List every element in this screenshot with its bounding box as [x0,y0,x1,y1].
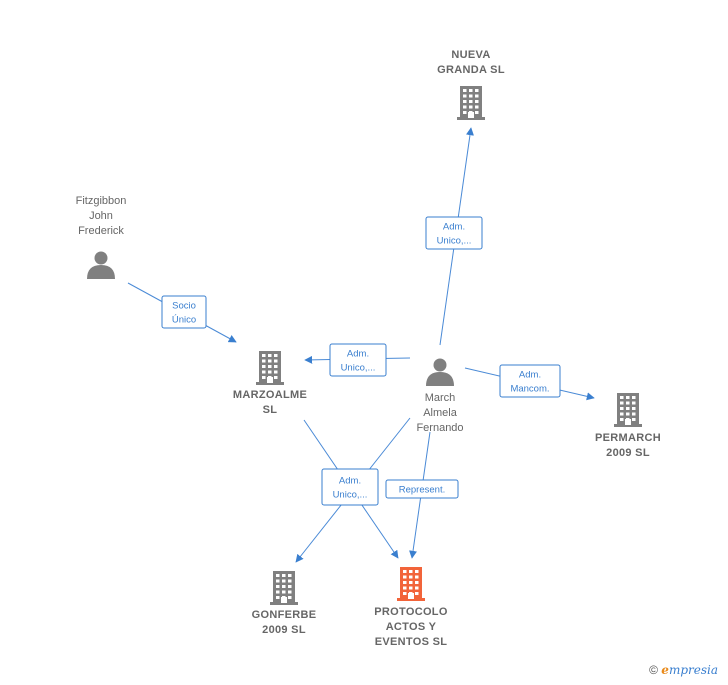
building-icon [457,86,485,120]
building-icon [397,567,425,601]
edge-label-box [321,468,379,506]
node-label-line: SL [263,404,278,416]
node-label-line: NUEVA [451,49,490,61]
node-label-line: Almela [423,407,458,419]
node-label-line: 2009 SL [606,447,650,459]
edge-labels-layer: Adm.Unico,...SocioÚnicoAdm.Unico,...Adm.… [161,216,561,506]
edge-label-text: Unico,... [437,236,472,247]
node-label-line: PERMARCH [595,432,661,444]
node-permarch[interactable]: PERMARCH 2009 SL [595,393,661,459]
edge-label-text: Adm. [347,349,369,360]
edge-label-box [329,343,387,377]
node-label-line: GRANDA SL [437,64,505,76]
node-label-line: ACTOS Y [386,621,437,633]
node-label-line: Fernando [416,422,463,434]
node-protocolo[interactable]: PROTOCOLO ACTOS Y EVENTOS SL [374,567,448,648]
building-icon [614,393,642,427]
edge-label-text: Adm. [519,370,541,381]
edge-label-text: Unico,... [333,490,368,501]
node-label-line: EVENTOS SL [375,636,447,648]
brand-name: mpresia [668,663,718,677]
edge-label-box [161,295,207,329]
edge-label-e5[interactable]: Adm. Unico,... [321,468,379,506]
nodes-layer: NUEVA GRANDA SL FitzgibbonJohnFrederickMAR… [76,49,661,648]
edge-label-e4[interactable]: Adm. Mancom. [499,364,561,398]
edge-label-text: Mancom. [510,384,549,395]
node-marzoalme[interactable]: MARZOALME SL [233,351,307,416]
node-nueva[interactable]: NUEVA GRANDA SL [437,49,505,120]
edge-label-box [385,479,459,499]
edge-label-e7[interactable]: Represent. [385,479,459,499]
node-gonferbe[interactable]: GONFERBE 2009 SL [252,571,317,636]
node-label-line: GONFERBE [252,609,317,621]
node-label-line: PROTOCOLO [374,606,448,618]
node-label-line: 2009 SL [262,624,306,636]
edge-label-text: Único [172,315,196,326]
node-label-line: MARZOALME [233,389,307,401]
edge-label-text: Adm. [443,222,465,233]
edge-label-text: Represent. [399,485,445,496]
node-label-line: Frederick [78,225,124,237]
footer-brand[interactable]: © empresia [649,663,718,677]
node-label-line: Fitzgibbon [76,195,127,207]
building-icon [270,571,298,605]
edge-label-box [499,364,561,398]
edge-label-e1[interactable]: Adm. Unico,... [425,216,483,250]
building-icon [256,351,284,385]
edge-label-text: Unico,... [341,363,376,374]
edge-label-text: Socio [172,301,196,312]
brand-initial: e [661,663,669,677]
node-label-line: March [425,392,456,404]
person-icon [426,358,454,386]
person-icon [87,251,115,279]
edge-label-box [425,216,483,250]
edge-label-text: Adm. [339,476,361,487]
copyright-symbol: © [649,663,658,677]
node-label-line: John [89,210,113,222]
edge-label-e3[interactable]: Adm. Unico,... [329,343,387,377]
